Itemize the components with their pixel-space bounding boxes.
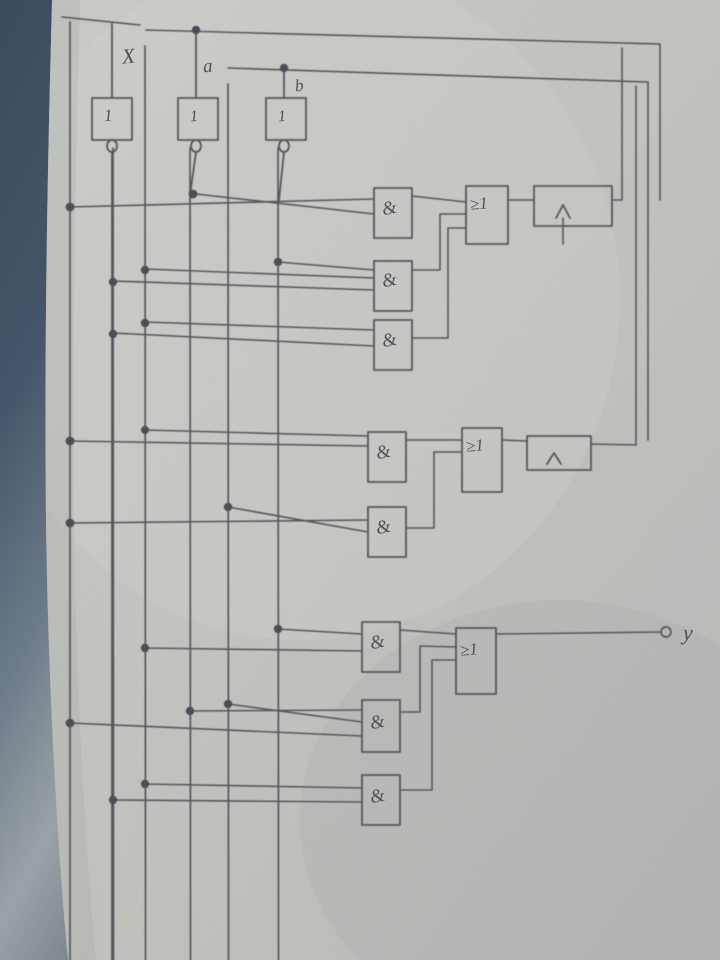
and-gate-2-body — [373, 260, 413, 312]
wire-and8-to-or3 — [399, 659, 457, 791]
wire-and7-to-or3 — [399, 645, 457, 713]
junction-dot — [140, 265, 150, 275]
bus-rail-a — [144, 45, 147, 960]
wire-or3-to-output — [495, 631, 662, 635]
group-y-input-wires — [69, 628, 363, 803]
wire-and6-to-or3 — [399, 629, 457, 635]
wire-a1-in1 — [69, 198, 375, 208]
wire-and2-to-or1 — [411, 213, 467, 271]
junction-dot — [188, 189, 198, 199]
wire-b1-in2 — [144, 429, 369, 437]
latch-a-output-to-feedback — [611, 47, 623, 201]
junction-dot — [65, 202, 75, 212]
junction-dot — [108, 329, 118, 339]
wire-b2-in1 — [69, 519, 369, 524]
wire-b1-in1 — [69, 440, 369, 447]
group-y-and-gates — [361, 621, 401, 826]
group-a-input-wires — [69, 193, 375, 347]
wire-b2-in2 — [227, 506, 369, 533]
wire-a2-in2 — [144, 268, 375, 279]
group-a-and-gates — [373, 187, 413, 371]
group-b-input-wires — [69, 429, 369, 533]
latch-a-body — [533, 185, 613, 227]
and-gate-3-body — [373, 319, 413, 371]
bus-rail-x-not — [112, 147, 115, 960]
junction-dot — [185, 706, 195, 716]
wire-y1-in1 — [277, 628, 363, 635]
latch-a-clock-symbol — [555, 204, 571, 219]
feedback-b-rail — [227, 67, 649, 441]
inverter-blocks — [91, 97, 307, 960]
and-gate-7-body — [361, 699, 401, 753]
pencil-ink-layer — [61, 16, 672, 960]
and-gate-8-body — [361, 774, 401, 826]
junction-dot — [140, 779, 150, 789]
inverter-b-output-wire — [278, 151, 285, 201]
junction-dot — [65, 718, 75, 728]
latch-b-output-to-feedback — [590, 85, 637, 446]
junction-dot — [279, 63, 289, 73]
wire-a3-in1 — [144, 321, 375, 331]
junction-dot — [273, 257, 283, 267]
feedback-a-rail — [145, 29, 661, 201]
junction-dot — [65, 436, 75, 446]
bus-rail-a-not — [189, 147, 192, 960]
wire-y2-in2 — [227, 703, 363, 723]
wire-and3-to-or1 — [411, 227, 467, 339]
junction-dot — [223, 502, 233, 512]
wire-a1-in2 — [195, 193, 375, 215]
group-y-and-to-or-wires — [399, 629, 457, 791]
wire-a3-in2 — [112, 332, 375, 347]
wire-y1-in2 — [144, 647, 363, 652]
junction-dot — [108, 795, 118, 805]
or-gate-1-body — [465, 185, 509, 245]
input-x-wire — [61, 16, 141, 26]
wire-a2-in3 — [112, 280, 375, 291]
junction-dot — [65, 518, 75, 528]
wire-y3-in1 — [144, 783, 363, 789]
or-gate-3-body — [455, 627, 497, 695]
junction-dot — [108, 277, 118, 287]
and-gate-6-body — [361, 621, 401, 673]
wire-or2-to-latch-b — [501, 439, 528, 442]
and-gate-4-body — [367, 431, 407, 483]
junction-dot — [191, 25, 201, 35]
and-gate-1-body — [373, 187, 413, 239]
and-gate-5-body — [367, 506, 407, 558]
group-b-and-gates — [367, 431, 407, 558]
latch-b-clock-symbol — [546, 452, 562, 465]
output-terminal-y — [660, 626, 672, 638]
group-a-and-to-or-wires — [411, 195, 467, 339]
wire-and1-to-or1 — [411, 195, 467, 203]
junction-dot — [140, 643, 150, 653]
junction-dot — [223, 699, 233, 709]
junction-dots — [65, 25, 289, 805]
wire-a2-in1 — [277, 261, 375, 271]
group-b-and-to-or-wires — [405, 439, 463, 529]
wire-y3-in2 — [112, 799, 363, 803]
junction-dot — [141, 426, 149, 434]
latch-b-body — [526, 435, 592, 471]
inverter-a-output-wire — [189, 151, 197, 196]
junction-dot — [273, 624, 283, 634]
wire-and5-to-or2 — [405, 451, 463, 529]
or-gate-2-body — [461, 427, 503, 493]
junction-dot — [140, 318, 150, 328]
bus-rail-b-not — [277, 147, 280, 960]
wire-y2-in3 — [69, 722, 363, 737]
